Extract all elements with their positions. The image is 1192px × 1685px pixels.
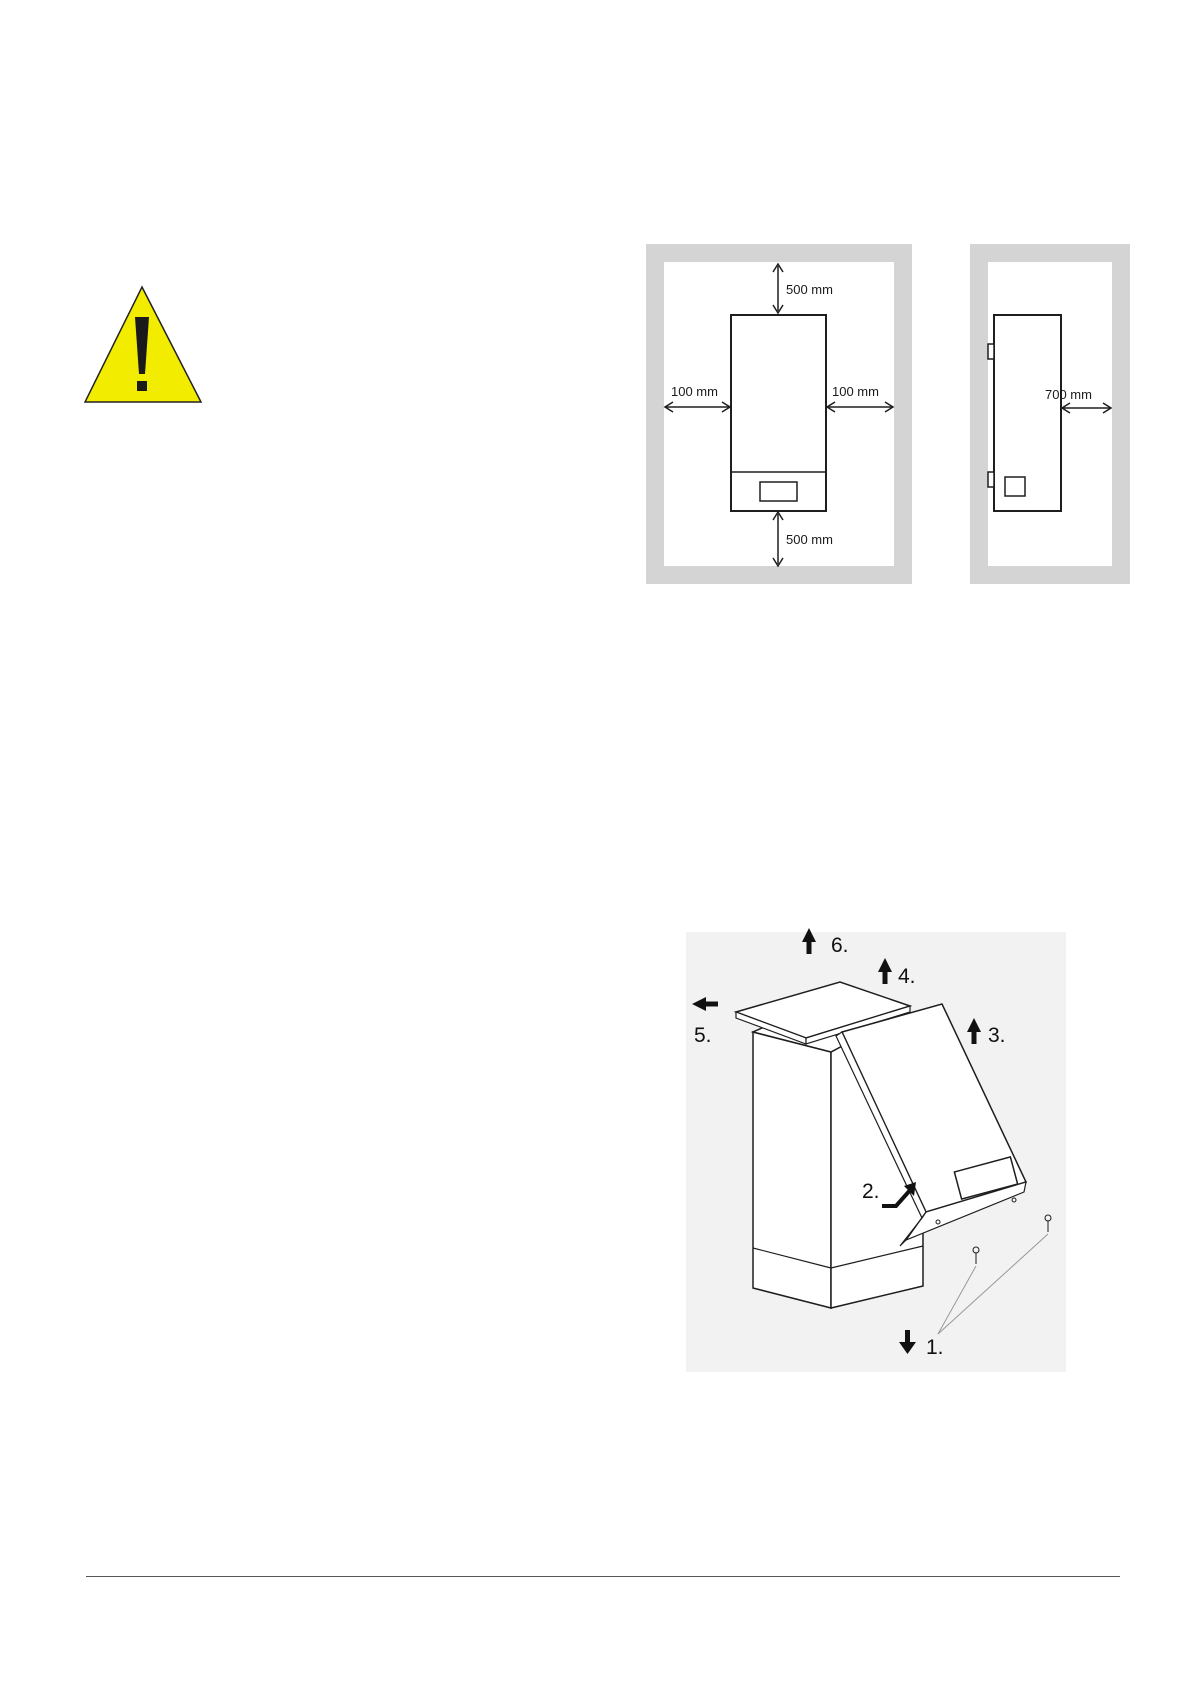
front-clearance-diagram: 500 mm 100 mm 100 mm 500 mm	[646, 244, 912, 584]
warning-triangle-icon	[84, 284, 204, 404]
step-4-label: 4.	[898, 965, 916, 988]
cabinet-front	[753, 1032, 831, 1308]
footer-divider	[86, 1576, 1120, 1577]
step-6-label: 6.	[831, 934, 849, 957]
unit-side-display	[1005, 477, 1025, 496]
step-3-label: 3.	[988, 1024, 1006, 1047]
unit-display	[760, 482, 797, 501]
clearance-left-label: 100 mm	[671, 384, 718, 399]
clearance-bottom-label: 500 mm	[786, 532, 833, 547]
clearance-side-label: 700 mm	[1045, 387, 1092, 402]
unit-side-body	[994, 315, 1061, 511]
clearance-right-label: 100 mm	[832, 384, 879, 399]
step-5-label: 5.	[694, 1024, 712, 1047]
clearance-top-label: 500 mm	[786, 282, 833, 297]
step-2-label: 2.	[862, 1180, 880, 1203]
disassembly-diagram: 1. 2. 3. 4. 5. 6.	[686, 920, 1066, 1372]
step-1-label: 1.	[926, 1336, 944, 1359]
side-clearance-diagram: 700 mm	[970, 244, 1130, 584]
